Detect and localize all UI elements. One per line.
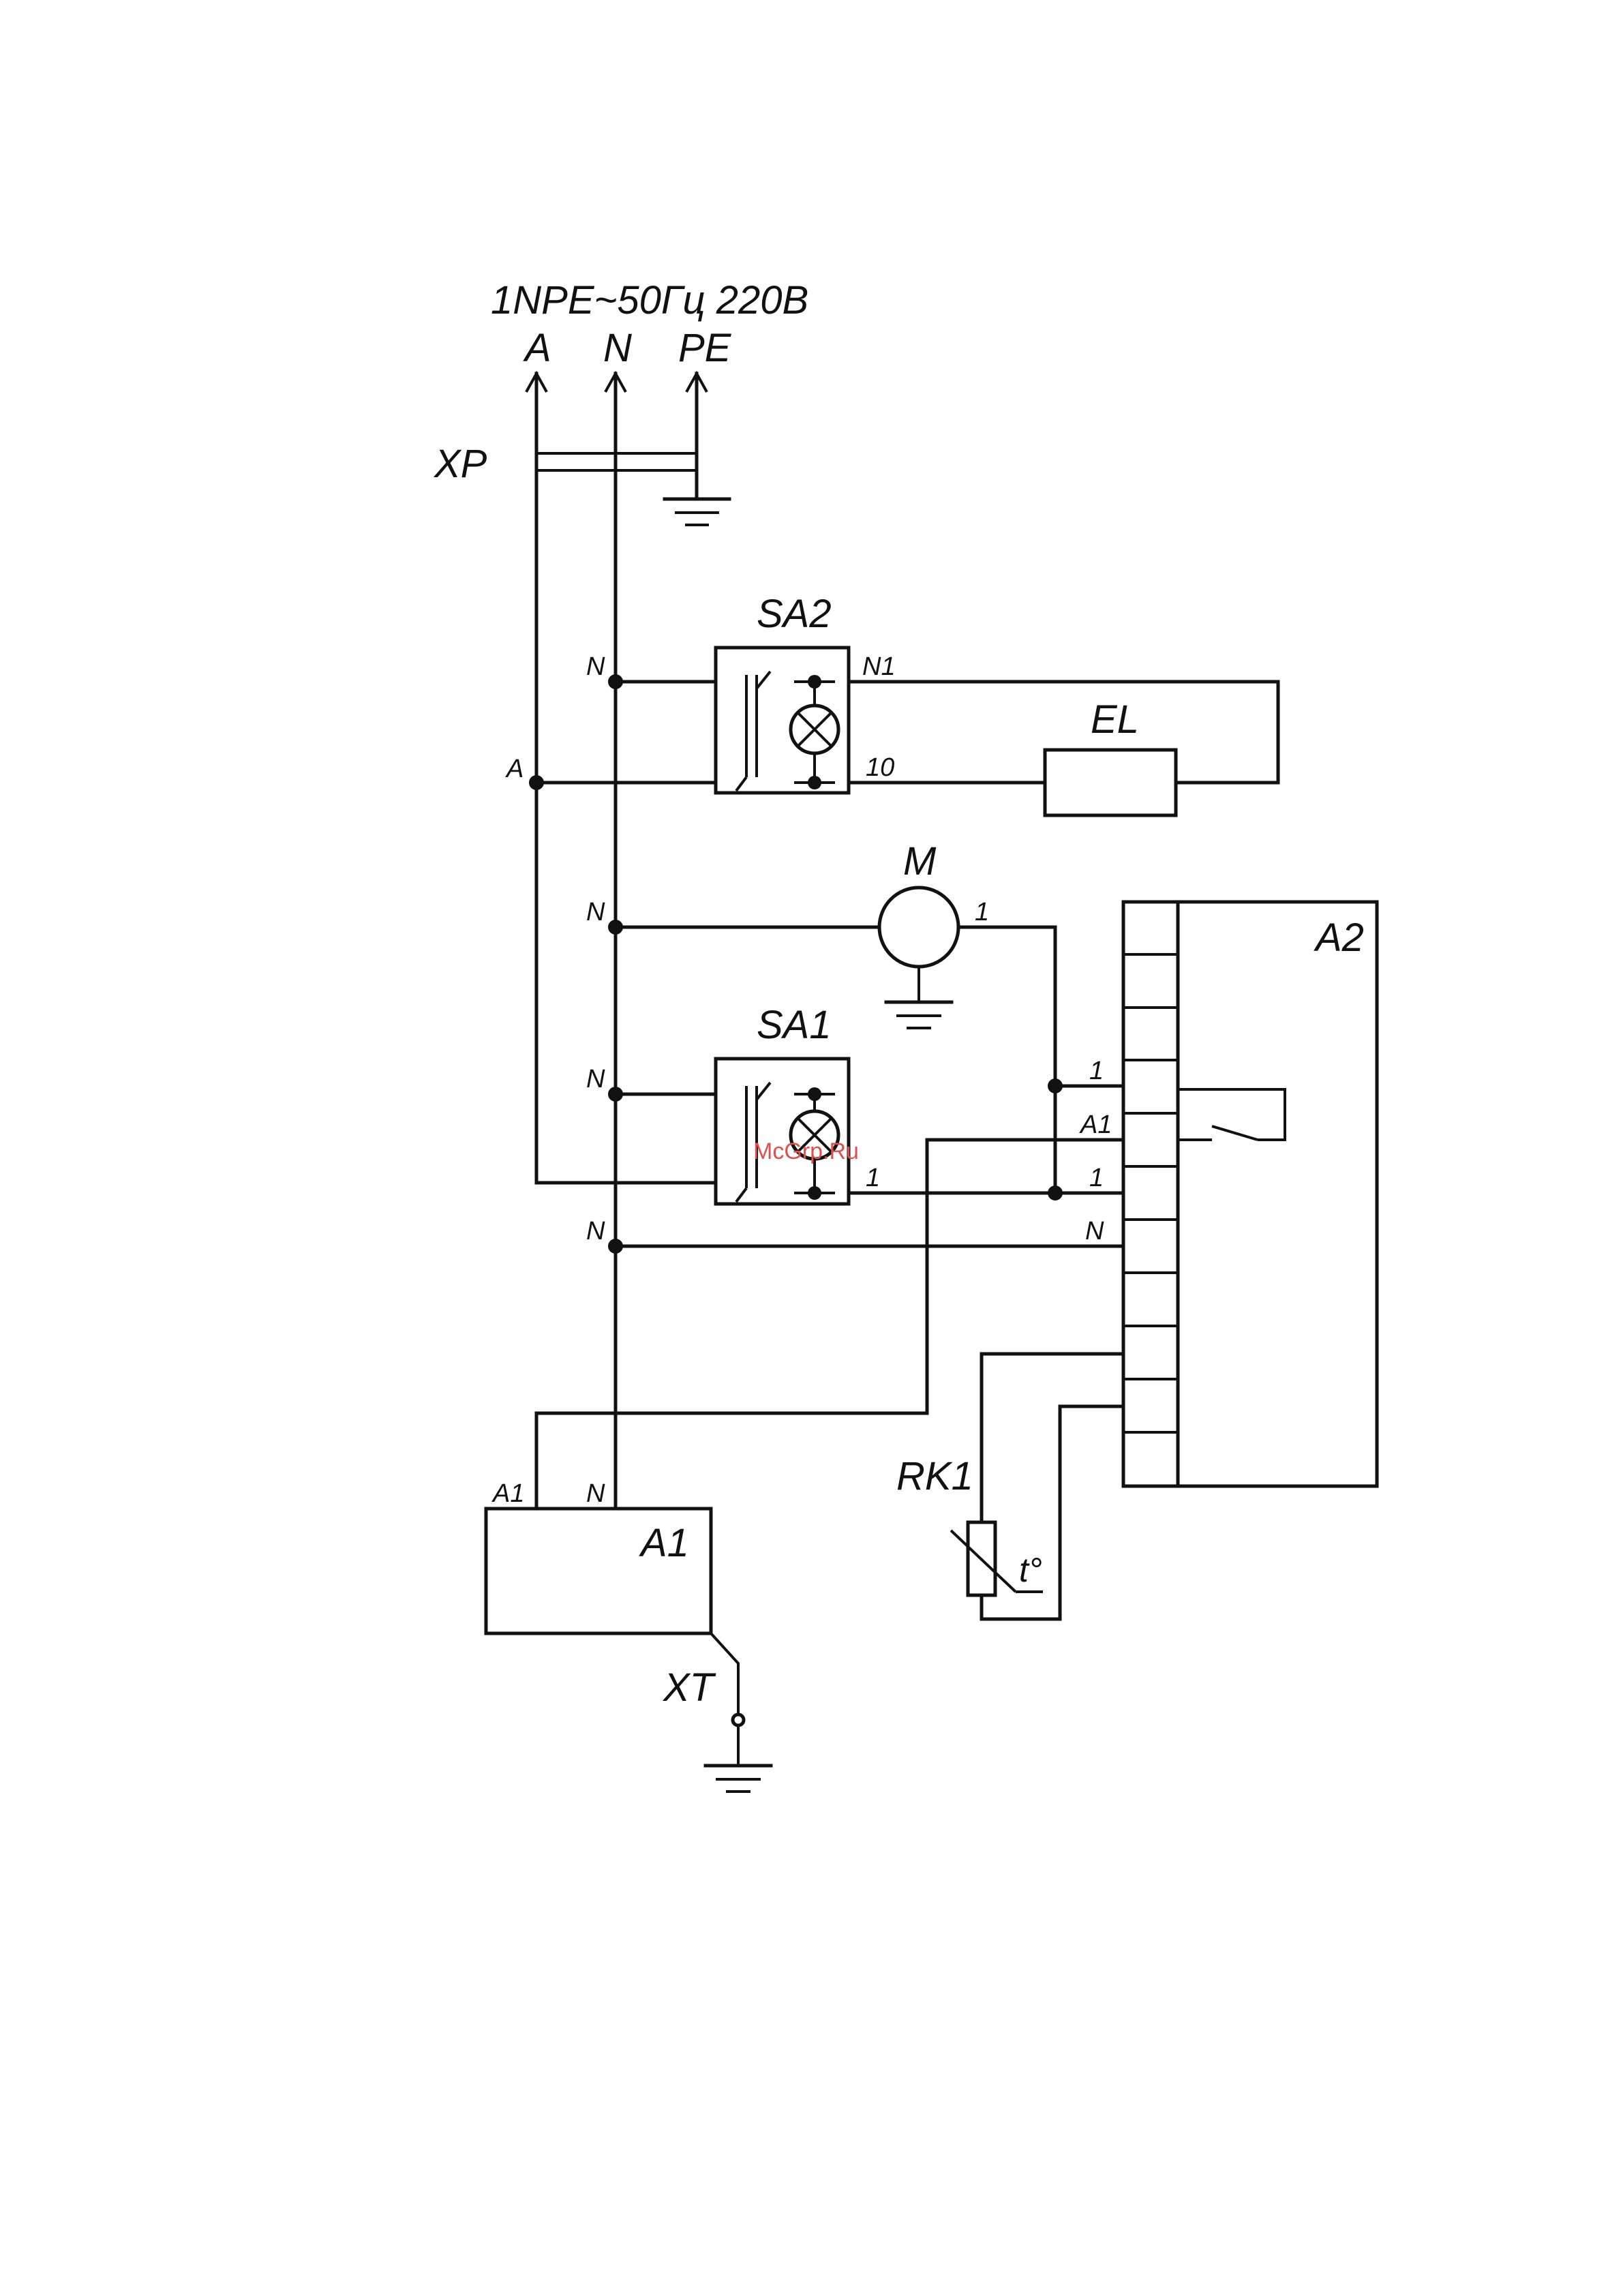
wire-label-a1-a1: A1 [491,1479,524,1508]
terminal-pe-label: PE [678,326,732,370]
wire-label-n-motor: N [586,898,605,926]
wire-label-a1-n: N [586,1479,605,1508]
wire-label-n-bottom: N [586,1217,605,1245]
wire-label-a2-1-top: 1 [1089,1057,1104,1085]
el-element [1045,750,1176,815]
thermistor-symbol: t° [1019,1551,1042,1589]
sa2-wiring [536,682,1278,783]
terminal-n-label: N [603,326,632,370]
terminal-a-label: A [523,326,551,370]
supply-lines [526,374,707,1509]
supply-label: 1NPE~50Гц 220В [491,278,808,322]
motor-ground-icon [886,1002,952,1028]
wire-label-motor-1: 1 [975,898,989,926]
wire-label-10: 10 [866,753,894,782]
motor-label: M [903,839,937,883]
watermark: McGrp.Ru [753,1138,859,1164]
wire-label-n1: N1 [862,652,896,681]
junction-dots [529,674,1063,1254]
a2-label: A2 [1314,916,1364,960]
rk1-label: RK1 [896,1454,973,1498]
wire-label-a-node: A [505,755,524,783]
xt-ground-icon [706,1766,771,1792]
motor-m [616,888,1055,1086]
xt-terminal [711,1633,744,1766]
el-label: EL [1091,697,1139,742]
pe-ground-icon [665,499,729,525]
a1-wiring [536,1140,1123,1509]
a2-controller [1123,902,1377,1486]
wire-label-a2-1-bot: 1 [1089,1164,1104,1192]
a1-unit-label: A1 [639,1521,689,1565]
wire-label-a2-n: N [1085,1217,1104,1245]
sa1-switch [716,1059,849,1204]
wire-label-a2-a1: A1 [1079,1111,1112,1139]
sa1-label: SA1 [757,1003,832,1047]
wire-label-n-sa1: N [586,1065,605,1093]
sa2-label: SA2 [757,592,832,636]
xp-label: XP [433,442,487,486]
xt-label: XT [662,1665,716,1710]
wire-label-n-sa2: N [586,652,605,681]
sa2-switch [716,648,849,793]
wire-label-sa1-1: 1 [866,1164,880,1192]
